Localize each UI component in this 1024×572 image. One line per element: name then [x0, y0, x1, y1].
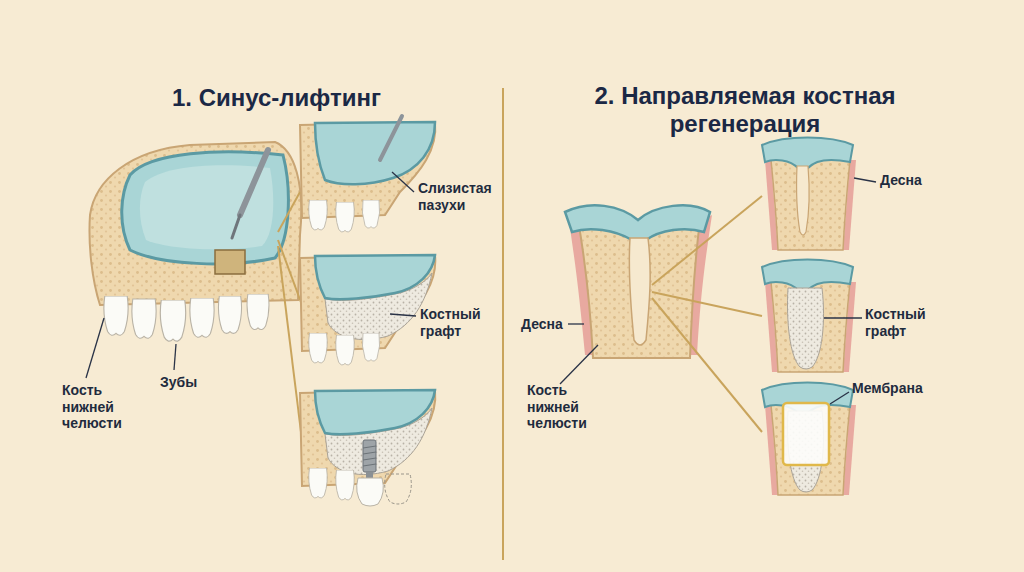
sinus-inset-2 [300, 255, 435, 365]
divider [502, 88, 504, 560]
maxilla-figure [89, 142, 301, 341]
zoom-leaders [652, 196, 762, 432]
part-label: Десна [880, 172, 940, 189]
part-label: Мембрана [852, 380, 942, 397]
zoom-leaders [278, 192, 302, 440]
part-label: Костный графт [420, 306, 482, 339]
part-label: Зубы [160, 374, 220, 391]
section-title: 2. Направляемая костная регенерация [560, 82, 930, 137]
gbr-inset-1 [762, 138, 856, 251]
part-label: Кость нижней челюсти [62, 382, 142, 432]
label-leaders [86, 172, 416, 378]
sinus-inset-1 [300, 116, 435, 232]
part-label: Кость нижней челюсти [527, 382, 607, 432]
gbr-inset-3 [762, 383, 856, 496]
label-leaders [560, 178, 876, 404]
part-label: Слизистая пазухи [418, 180, 500, 213]
part-label: Десна [521, 316, 567, 333]
sinus-inset-3 [300, 390, 435, 506]
gbr-inset-2 [762, 260, 856, 373]
part-label: Костный графт [865, 306, 935, 339]
socket-figure [565, 205, 712, 358]
section-title: 1. Синус-лифтинг [172, 84, 381, 112]
